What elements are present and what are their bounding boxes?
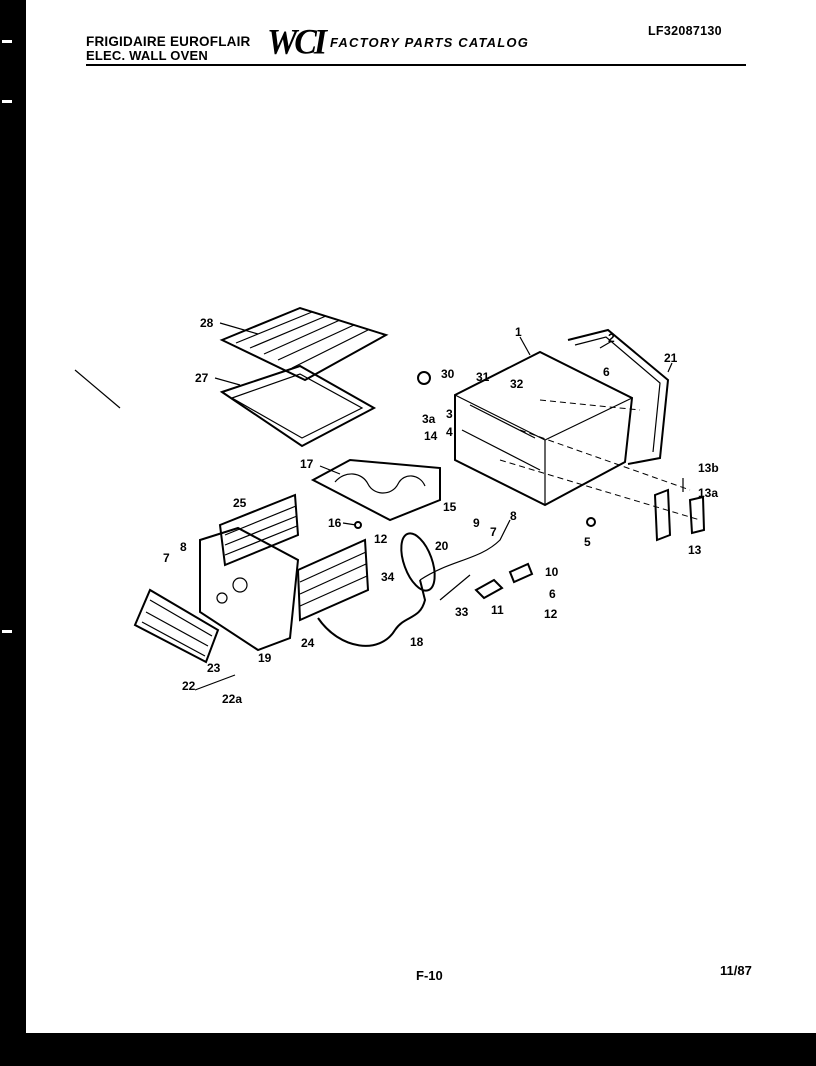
terminal-block	[474, 578, 504, 600]
part-label: 19	[258, 651, 272, 665]
knob-part	[417, 371, 431, 385]
catalog-title: FACTORY PARTS CATALOG	[330, 35, 530, 50]
part-callouts: 1 2 3 3a 4 5 6 6 7 7 8 8 9 10 11 12 12 1…	[163, 316, 719, 706]
screw-part	[586, 517, 596, 527]
part-label: 6	[603, 365, 610, 379]
scan-edge-mark	[2, 40, 12, 43]
vent-grille	[133, 588, 220, 664]
part-label: 15	[443, 500, 457, 514]
leader-line	[194, 674, 236, 691]
wire-lead	[439, 574, 471, 601]
part-label: 3a	[422, 412, 436, 426]
part-label: 12	[544, 607, 558, 621]
door-gasket	[567, 328, 670, 465]
brand-line-2: ELEC. WALL OVEN	[86, 48, 208, 63]
part-label: 13a	[698, 486, 718, 500]
part-label: 3	[446, 407, 453, 421]
catalog-page	[26, 0, 816, 1033]
assembly-line	[499, 459, 701, 521]
page-number: F-10	[416, 968, 443, 983]
broiler-pan	[219, 364, 377, 448]
part-label: 14	[424, 429, 438, 443]
bake-element	[317, 579, 427, 647]
brand-line-1: FRIGIDAIRE EUROFLAIR	[86, 34, 251, 49]
part-label: 13	[688, 543, 702, 557]
part-label: 24	[301, 636, 315, 650]
part-label: 8	[180, 540, 187, 554]
trim-panel-25	[218, 493, 300, 567]
ring-gasket	[400, 532, 436, 592]
oven-rack	[219, 306, 389, 382]
part-label: 2	[608, 331, 615, 345]
catalog-date: 11/87	[720, 963, 752, 978]
part-label: 1	[515, 325, 522, 339]
wci-logo: WCI	[267, 23, 327, 62]
switch-part	[508, 562, 534, 584]
part-label: 5	[584, 535, 591, 549]
part-label: 20	[435, 539, 449, 553]
hinge-parts	[653, 478, 706, 542]
part-label: 25	[233, 496, 247, 510]
part-label: 23	[207, 661, 221, 675]
part-label: 7	[163, 551, 170, 565]
part-label: 12	[374, 532, 388, 546]
broil-element	[310, 458, 441, 522]
scan-artifact-line	[74, 369, 121, 409]
part-label: 18	[410, 635, 424, 649]
part-label: 8	[510, 509, 517, 523]
part-label: 10	[545, 565, 559, 579]
part-label: 9	[473, 516, 480, 530]
part-label: 31	[476, 370, 490, 384]
part-label: 11	[491, 603, 504, 617]
assembly-line	[539, 399, 641, 411]
assembly-line	[519, 429, 691, 491]
control-panel	[199, 526, 300, 652]
part-label: 33	[455, 605, 469, 619]
part-label: 6	[549, 587, 556, 601]
trim-panel-24	[296, 538, 370, 622]
part-label: 16	[328, 516, 342, 530]
header-rule	[86, 64, 746, 66]
part-label: 4	[446, 425, 453, 439]
part-label: 27	[195, 371, 209, 385]
part-label: 22	[182, 679, 196, 693]
scan-edge-mark	[2, 630, 12, 633]
part-label: 7	[490, 525, 497, 539]
part-label: 22a	[222, 692, 242, 706]
oven-cavity	[454, 350, 634, 507]
part-label: 21	[664, 351, 678, 365]
part-label: 34	[381, 570, 395, 584]
scan-edge-mark	[2, 100, 12, 103]
part-label: 28	[200, 316, 214, 330]
wire-lead	[419, 519, 511, 581]
part-label: 17	[300, 457, 314, 471]
model-number: LF32087130	[648, 24, 722, 38]
part-label: 32	[510, 377, 524, 391]
part-label: 30	[441, 367, 455, 381]
part-label: 13b	[698, 461, 719, 475]
